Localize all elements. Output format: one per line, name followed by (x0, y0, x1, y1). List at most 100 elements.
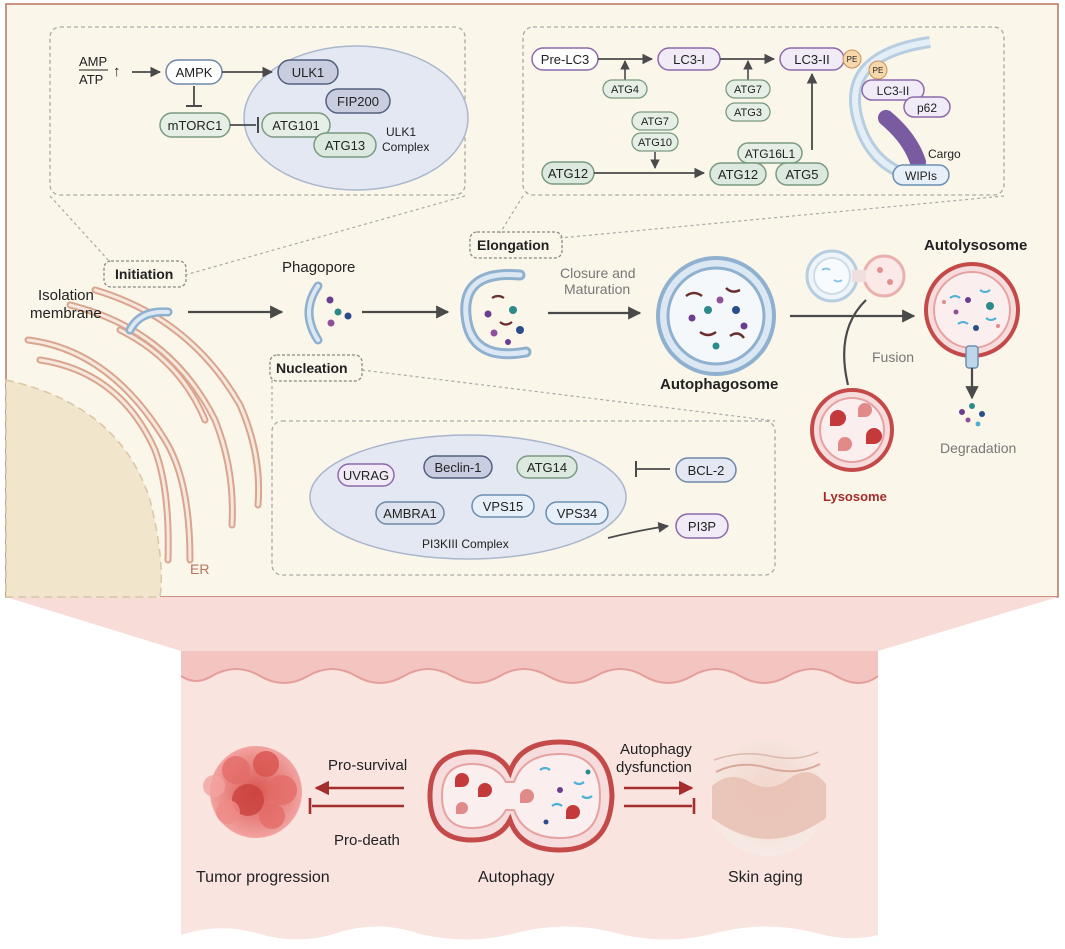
wipis-label: WIPIs (905, 169, 937, 183)
nucleus (5, 379, 162, 598)
ulk1-complex-label-1: ULK1 (386, 125, 416, 139)
initiation-label: Initiation (115, 266, 173, 282)
elongation-label: Elongation (477, 237, 549, 253)
atg12-node-b (709, 162, 767, 186)
ampk-label: AMPK (176, 65, 213, 80)
atg101-node (261, 112, 331, 138)
fusion-label: Fusion (872, 349, 914, 365)
atg7-label-a: ATG7 (734, 84, 762, 96)
vps34-node (545, 501, 609, 525)
atg14-label: ATG14 (527, 460, 567, 475)
pe-badge-a (842, 49, 862, 69)
pre-lc3-label: Pre-LC3 (541, 52, 589, 67)
ulk1-label: ULK1 (292, 65, 325, 80)
skin-illustration (710, 740, 826, 856)
autolysosome (924, 262, 1020, 369)
dysfunction-label-2: dysfunction (616, 759, 692, 776)
pe-badge-b (868, 60, 888, 80)
pe-label-b: PE (873, 66, 884, 75)
degradation-products (959, 403, 985, 427)
atg3-label: ATG3 (734, 107, 762, 119)
atg10-node (631, 132, 679, 152)
pi3k-complex-label: PI3KIII Complex (422, 537, 509, 551)
amp-label: AMP (79, 54, 107, 69)
ambra1-label: AMBRA1 (383, 506, 436, 521)
ulk1-node (277, 59, 339, 85)
mtorc1-label: mTORC1 (168, 118, 223, 133)
atg12-label-b: ATG12 (718, 167, 758, 182)
ulk1-complex-label-2: Complex (382, 140, 429, 154)
atg4-label: ATG4 (611, 84, 639, 96)
nucleation-label: Nucleation (276, 360, 348, 376)
cargo-label: Cargo (928, 147, 961, 161)
pi3k-inset: UVRAG Beclin-1 ATG14 AMBRA1 VPS15 VPS34 … (271, 420, 776, 576)
er-membranes-inner (26, 288, 261, 562)
initiation-tag: Initiation (103, 260, 187, 288)
atg7-node-a (725, 79, 771, 99)
atg16l1-label: ATG16L1 (745, 147, 796, 161)
fip200-node (325, 88, 391, 114)
lc3-ii-node-b (861, 79, 925, 101)
vps15-node (471, 494, 535, 518)
pro-survival-label: Pro-survival (328, 757, 407, 774)
atg101-label: ATG101 (272, 118, 319, 133)
autophagy-label: Autophagy (478, 869, 555, 886)
uvrag-label: UVRAG (343, 468, 389, 483)
fusing-vesicles (805, 249, 906, 303)
autolysosome-label: Autolysosome (924, 237, 1027, 254)
nucleation-tag: Nucleation (269, 354, 363, 382)
elongation-tag: Elongation (469, 231, 563, 259)
phagopore-label: Phagopore (282, 259, 355, 276)
ulk1-inset: AMP ATP ↑ AMPK mTORC1 ULK1 FIP200 ATG101… (49, 26, 469, 196)
atg5-label: ATG5 (786, 167, 819, 182)
atg7-label-b: ATG7 (641, 116, 669, 128)
atg7-node-b (631, 111, 679, 131)
atg12-label-a: ATG12 (548, 166, 588, 181)
degradation-label: Degradation (940, 440, 1016, 456)
lc3-i-label: LC3-I (673, 52, 705, 67)
phagopore (304, 281, 352, 345)
fip200-label: FIP200 (337, 94, 379, 109)
atp-label: ATP (79, 72, 103, 87)
er-label: ER (190, 561, 209, 577)
lysosome-label: Lysosome (823, 489, 887, 504)
lc3-ii-label: LC3-II (794, 52, 829, 67)
atg10-label: ATG10 (638, 137, 672, 149)
ambra1-node (375, 501, 445, 525)
zoom-connectors (49, 195, 1005, 422)
skin-label: Skin aging (728, 869, 803, 886)
pi3p-label: PI3P (688, 519, 716, 534)
autophagy-illustration (427, 739, 615, 853)
isolation-label-1: Isolation (38, 287, 94, 304)
elongating-membrane (460, 269, 532, 360)
pro-death-label: Pro-death (334, 832, 400, 849)
atg16l1-node (737, 142, 803, 164)
lysosome (810, 388, 894, 472)
tumor-illustration (203, 746, 302, 838)
p62-label: p62 (917, 101, 937, 115)
fusion-arc (843, 299, 867, 386)
vps34-label: VPS34 (557, 506, 597, 521)
autophagosome (656, 256, 776, 376)
lc3-ii-label-b: LC3-II (877, 84, 910, 98)
lc3-inset: Pre-LC3 ATG4 LC3-I ATG7 ATG3 LC3-II PE A… (522, 26, 1005, 196)
beclin1-node (423, 455, 493, 479)
atg3-node (725, 102, 771, 122)
bcl2-node (675, 457, 737, 483)
atg4-node (602, 79, 648, 99)
atg5-node (775, 162, 829, 186)
atg13-node (313, 132, 377, 158)
autophagosome-label: Autophagosome (660, 376, 778, 393)
p62-node (903, 96, 951, 118)
vps15-label: VPS15 (483, 499, 523, 514)
bcl2-label: BCL-2 (688, 463, 725, 478)
pe-label-a: PE (847, 55, 858, 64)
closure-label-2: Maturation (564, 281, 630, 297)
dysfunction-label-1: Autophagy (620, 741, 692, 758)
tumor-label: Tumor progression (196, 869, 330, 886)
up-arrow: ↑ (113, 63, 121, 80)
zoom-funnel (6, 597, 1058, 651)
closure-label-1: Closure and (560, 265, 636, 281)
isolation-membrane-inner (128, 309, 170, 332)
pi3p-node (675, 513, 729, 539)
